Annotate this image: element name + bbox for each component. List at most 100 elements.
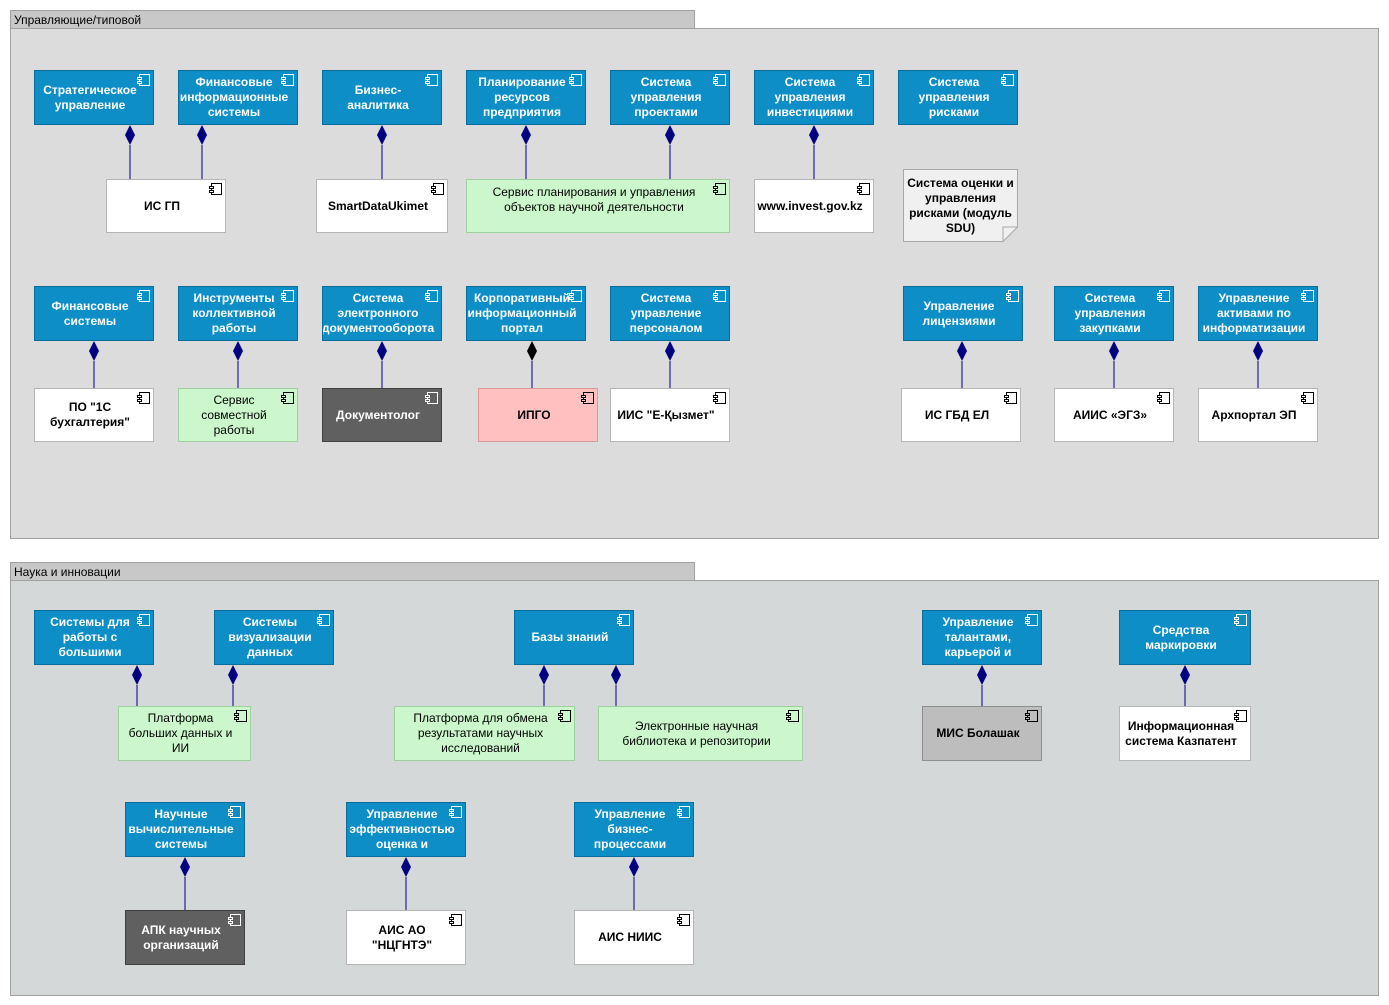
node-1c-accounting[interactable]: ПО "1С бухгалтерия" [34, 388, 154, 442]
composition-connector[interactable] [611, 665, 621, 706]
component-icon [857, 74, 870, 86]
composition-diamond [1109, 341, 1119, 361]
node-ipgo[interactable]: ИПГО [478, 388, 598, 442]
node-data-visualization[interactable]: Системы визуализации данных [214, 610, 334, 665]
composition-connector[interactable] [89, 341, 99, 388]
node-kazpatent[interactable]: Информационная система Казпатент [1119, 706, 1251, 761]
node-invest-gov-kz[interactable]: www.invest.gov.kz [754, 179, 874, 233]
node-edms[interactable]: Система электронного документооборота [322, 286, 442, 341]
component-icon [449, 806, 462, 818]
composition-diamond [611, 665, 621, 685]
composition-connector[interactable] [527, 341, 537, 388]
composition-connector[interactable] [228, 665, 238, 706]
note-shape [903, 169, 1018, 242]
component-icon [1234, 614, 1247, 626]
node-aiis-egz[interactable]: АИИС «ЭГЗ» [1054, 388, 1174, 442]
node-investment-management[interactable]: Система управления инвестициями [754, 70, 874, 125]
composition-connector[interactable] [539, 665, 549, 706]
composition-connector[interactable] [665, 125, 675, 179]
node-knowledge-bases[interactable]: Базы знаний [514, 610, 634, 665]
node-financial-info-systems[interactable]: Финансовые информационные системы [178, 70, 298, 125]
component-icon [713, 290, 726, 302]
component-icon [425, 290, 438, 302]
composition-connector[interactable] [125, 125, 135, 179]
composition-connector[interactable] [180, 857, 190, 910]
node-research-exchange-platform[interactable]: Платформа для обмена результатами научны… [394, 706, 575, 761]
node-collaboration-service[interactable]: Сервис совместной работы [178, 388, 298, 442]
node-smartdataukimet[interactable]: SmartDataUkimet [316, 179, 448, 233]
composition-connector[interactable] [977, 665, 987, 706]
component-icon [1004, 392, 1017, 404]
component-icon [137, 290, 150, 302]
node-financial-systems[interactable]: Финансовые системы [34, 286, 154, 341]
group-science-label[interactable]: Наука и инновации [10, 562, 695, 581]
node-bpm[interactable]: Управление бизнес-процессами [574, 802, 694, 857]
component-icon [1301, 392, 1314, 404]
node-erp[interactable]: Планирование ресурсов предприятия [466, 70, 586, 125]
node-big-data-ai-platform[interactable]: Платформа больших данных и ИИ [118, 706, 251, 761]
composition-connector[interactable] [957, 341, 967, 388]
note-risk-assessment-sdu[interactable]: Система оценки и управления рисками (мод… [907, 175, 1014, 235]
component-icon [137, 614, 150, 626]
composition-connector[interactable] [629, 857, 639, 910]
composition-connector[interactable] [377, 341, 387, 388]
component-icon [425, 392, 438, 404]
node-is-gp[interactable]: ИС ГП [106, 179, 226, 233]
component-icon [569, 290, 582, 302]
component-icon [677, 914, 690, 926]
composition-connector[interactable] [521, 125, 531, 179]
node-ais-ncgnte[interactable]: АИС АО "НЦГНТЭ" [346, 910, 466, 965]
composition-diamond [132, 665, 142, 685]
component-icon [425, 74, 438, 86]
composition-connector[interactable] [377, 125, 387, 179]
node-business-analytics[interactable]: Бизнес-аналитика [322, 70, 442, 125]
node-archportal[interactable]: Архпортал ЭП [1198, 388, 1318, 442]
node-ais-niis[interactable]: АИС НИИС [574, 910, 694, 965]
component-icon [1025, 614, 1038, 626]
node-it-asset-management[interactable]: Управление активами по информатизации [1198, 286, 1318, 341]
component-icon [281, 290, 294, 302]
node-electronic-library[interactable]: Электронные научная библиотека и репозит… [598, 706, 803, 761]
composition-diamond [977, 665, 987, 685]
node-science-planning-service[interactable]: Сервис планирования и управления объекто… [466, 179, 730, 233]
composition-diamond [1253, 341, 1263, 361]
composition-diamond [539, 665, 549, 685]
node-project-management[interactable]: Система управления проектами [610, 70, 730, 125]
node-talent-management[interactable]: Управление талантами, карьерой и [922, 610, 1042, 665]
composition-diamond [228, 665, 238, 685]
composition-connector[interactable] [1253, 341, 1263, 388]
composition-diamond [629, 857, 639, 877]
node-apk-science-orgs[interactable]: АПК научных организаций [125, 910, 245, 965]
component-icon [713, 392, 726, 404]
component-icon [713, 74, 726, 86]
node-collaboration-tools[interactable]: Инструменты коллективной работы [178, 286, 298, 341]
node-dokumentolog[interactable]: Документолог [322, 388, 442, 442]
composition-diamond [1180, 665, 1190, 685]
node-strategic-management[interactable]: Стратегическое управление [34, 70, 154, 125]
node-big-data-systems[interactable]: Системы для работы с большими [34, 610, 154, 665]
component-icon [1025, 710, 1038, 722]
node-corporate-portal[interactable]: Корпоративный информационный портал [466, 286, 586, 341]
composition-connector[interactable] [401, 857, 411, 910]
node-procurement-management[interactable]: Система управления закупками [1054, 286, 1174, 341]
node-hr-management[interactable]: Система управление персоналом [610, 286, 730, 341]
composition-connector[interactable] [197, 125, 207, 179]
node-risk-management[interactable]: Система управления рисками [898, 70, 1018, 125]
composition-connector[interactable] [665, 341, 675, 388]
composition-connector[interactable] [132, 665, 142, 706]
node-iis-e-kyzmet[interactable]: ИИС "Е-Қызмет" [610, 388, 730, 442]
component-icon [713, 183, 726, 195]
node-scientific-computing[interactable]: Научные вычислительные системы [125, 802, 245, 857]
composition-diamond [401, 857, 411, 877]
node-marking-tools[interactable]: Средства маркировки [1119, 610, 1251, 665]
group-management-label[interactable]: Управляющие/типовой [10, 10, 695, 29]
node-performance-management[interactable]: Управление эффективностью оценка и [346, 802, 466, 857]
node-license-management[interactable]: Управление лицензиями [903, 286, 1023, 341]
node-is-gbd-el[interactable]: ИС ГБД ЕЛ [901, 388, 1021, 442]
component-icon [1006, 290, 1019, 302]
composition-connector[interactable] [809, 125, 819, 179]
composition-connector[interactable] [1109, 341, 1119, 388]
composition-connector[interactable] [233, 341, 243, 388]
node-mis-bolashak[interactable]: МИС Болашак [922, 706, 1042, 761]
composition-connector[interactable] [1180, 665, 1190, 706]
